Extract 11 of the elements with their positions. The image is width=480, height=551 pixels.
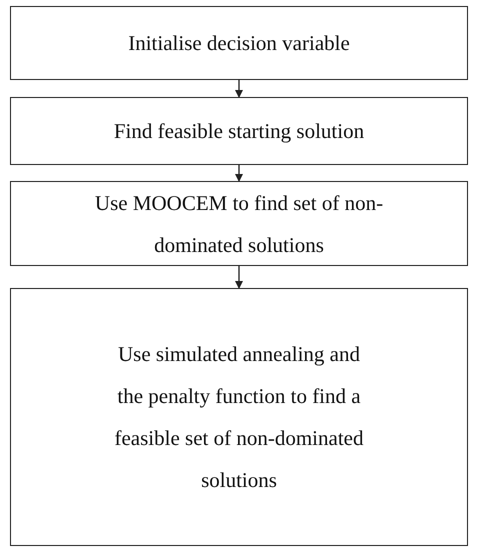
step-text: Use MOOCEM to find set of non-dominated solutions: [94, 190, 384, 258]
arrow: [235, 266, 243, 289]
step-text: Find feasible starting solution: [114, 118, 364, 145]
process-box: [10, 97, 468, 165]
step-text: Initialise decision variable: [128, 30, 350, 57]
process-box: [10, 181, 468, 266]
process-box: [10, 288, 468, 546]
arrow: [235, 80, 243, 98]
arrow: [235, 165, 243, 182]
step-text: Use simulated annealing and the penalty function to find a feasible set of non-dominated solutions: [113, 341, 364, 494]
process-box: [10, 6, 468, 80]
